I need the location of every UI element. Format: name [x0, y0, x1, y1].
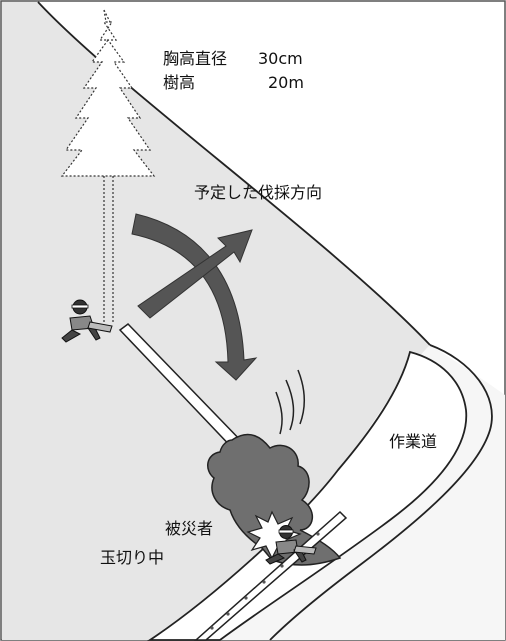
- height-value-wrap: 20m: [268, 75, 304, 91]
- motion-lines: [275, 369, 305, 435]
- dbh-row: 胸高直径: [163, 51, 227, 67]
- dbh-value-wrap: 30cm: [258, 51, 303, 67]
- planned-direction-label: 予定した伐採方向: [194, 183, 323, 202]
- log-on-road: [194, 510, 348, 641]
- height-row: 樹高: [163, 75, 195, 91]
- victim-worker-figure: [265, 525, 317, 565]
- height-label: 樹高: [163, 73, 196, 92]
- slope-ridge-line: [37, 1, 431, 346]
- felling-curve-arrow: [131, 213, 258, 381]
- dbh-value: 30cm: [258, 49, 303, 68]
- dbh-label: 胸高直径: [163, 49, 228, 68]
- road-outer-edge: [269, 344, 493, 641]
- height-value: 20m: [268, 73, 304, 92]
- victim-label: 被災者: [165, 519, 214, 538]
- standing-tree-ghost: [60, 9, 156, 322]
- planned-direction-arrow: [137, 229, 253, 319]
- fallen-crown: [207, 433, 342, 566]
- feller-worker-figure: [61, 299, 113, 343]
- work-road: [147, 350, 468, 641]
- bucking-label: 玉切り中: [100, 548, 165, 567]
- work-road-label: 作業道: [389, 432, 438, 451]
